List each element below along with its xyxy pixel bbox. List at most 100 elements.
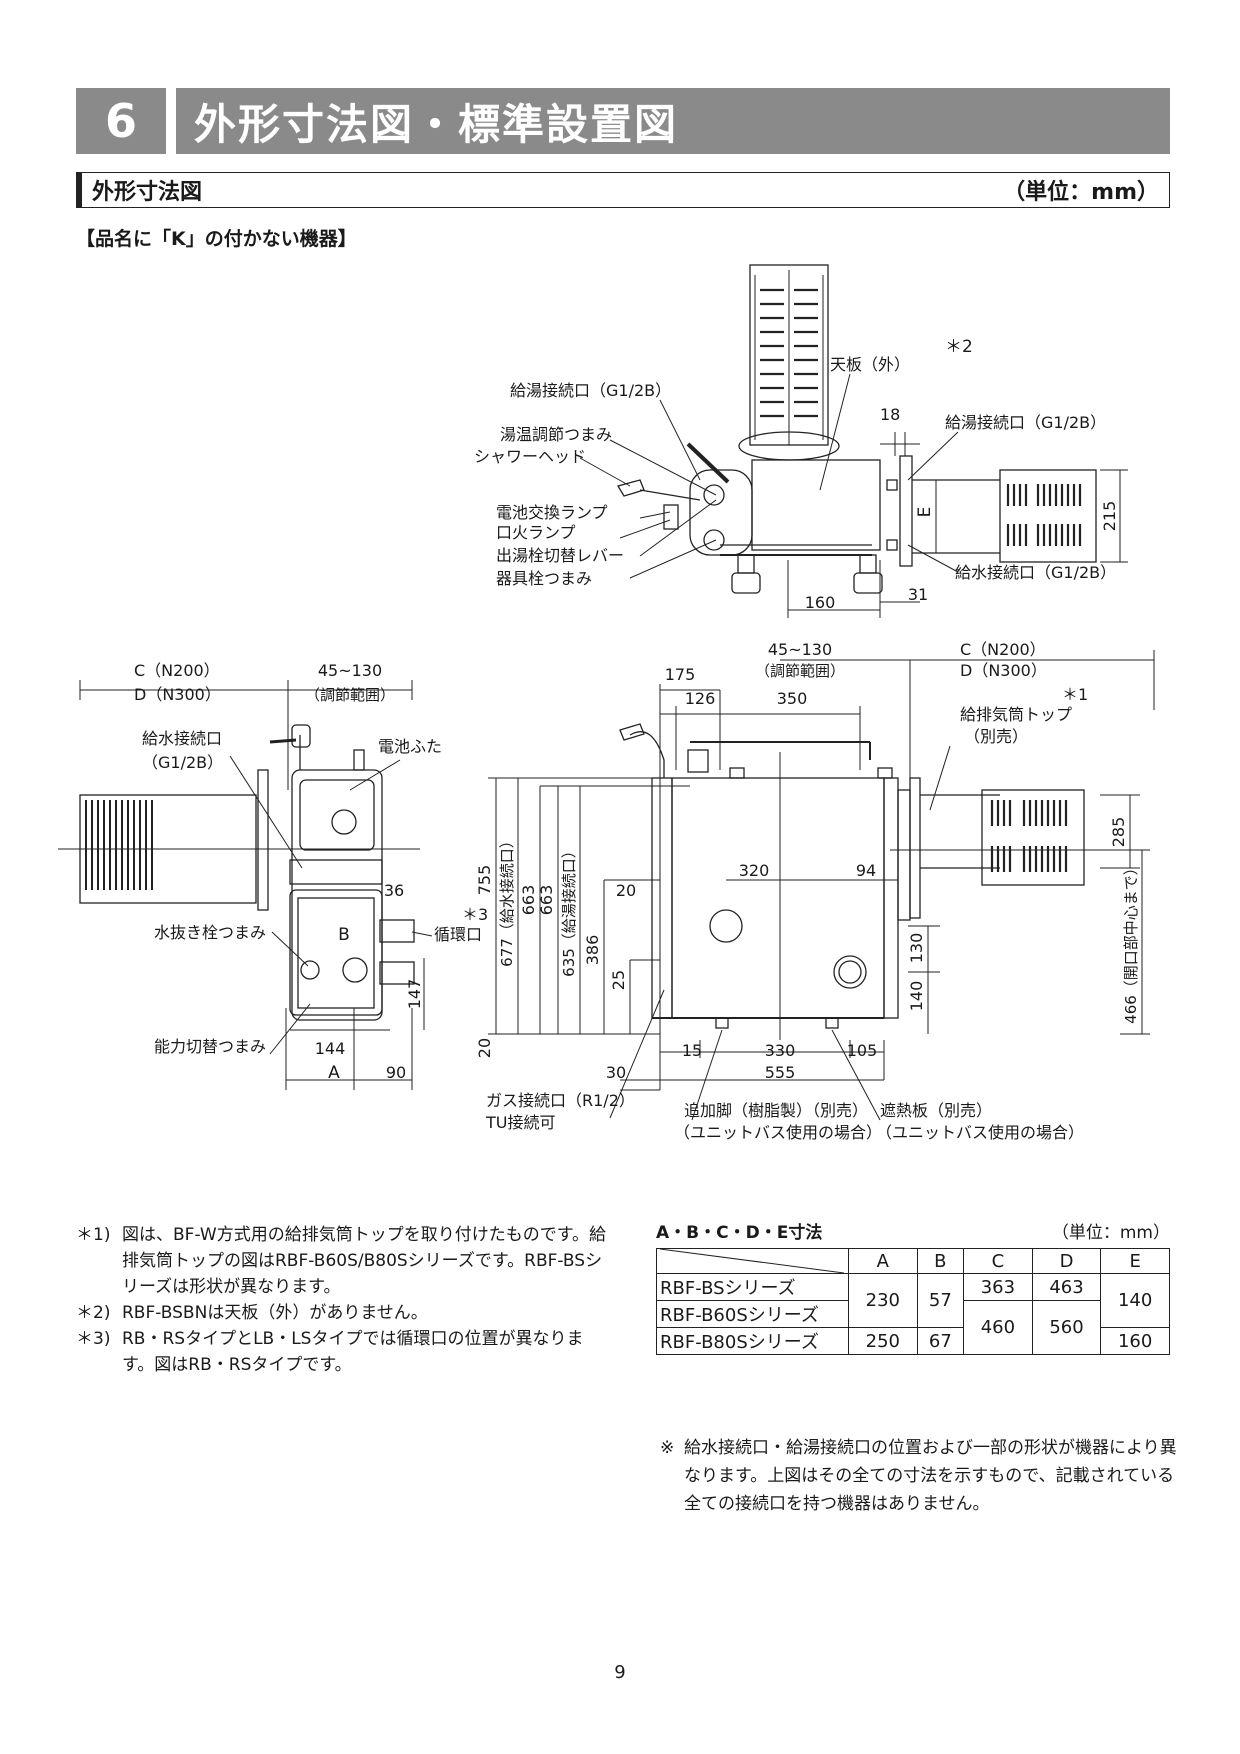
front-shield-label: 遮熱板（別売） bbox=[880, 1101, 992, 1120]
table-title: A・B・C・D・E寸法 bbox=[656, 1223, 823, 1243]
front-betsubai-label: （別売） bbox=[964, 727, 1028, 746]
top-shower-label: シャワーヘッド bbox=[474, 447, 586, 466]
note-item: ＊2) RBF-BSBNは天板（外）がありません。 bbox=[76, 1300, 606, 1326]
side-C-label: C（N200） bbox=[134, 661, 220, 680]
column-header: E bbox=[1100, 1248, 1170, 1274]
front-top-label: 給排気筒トップ bbox=[960, 705, 1072, 724]
cell-e: 140 bbox=[1100, 1273, 1170, 1328]
front-dim-140: 140 bbox=[907, 981, 926, 1012]
front-dim-105: 105 bbox=[847, 1041, 878, 1060]
front-center-vertical: 466（開口部中心まで） bbox=[1122, 860, 1140, 1024]
front-dim-130: 130 bbox=[907, 933, 926, 964]
front-dim-320: 320 bbox=[739, 861, 770, 880]
side-battery-cover-label: 電池ふた bbox=[378, 737, 442, 756]
front-tu-label: TU接続可 bbox=[485, 1113, 556, 1132]
side-noryoku-label: 能力切替つまみ bbox=[154, 1037, 266, 1056]
cell-d: 560 bbox=[1031, 1300, 1102, 1355]
note-text: RB・RSタイプとLB・LSタイプでは循環口の位置が異なります。図はRB・RSタ… bbox=[122, 1329, 584, 1375]
front-gas-label: ガス接続口（R1/2） bbox=[486, 1091, 635, 1110]
front-dim-25: 25 bbox=[609, 970, 628, 990]
note-text: 図は、BF-W方式用の給排気筒トップを取り付けたものです。給排気筒トップの図はR… bbox=[122, 1225, 606, 1297]
top-kyuto-right-label: 給湯接続口（G1/2B） bbox=[945, 413, 1106, 432]
side-A-label: A bbox=[328, 1063, 340, 1083]
cell-b: 67 bbox=[916, 1327, 965, 1355]
front-view: 45~130 （調節範囲） C（N200） D（N300） ＊1 給排気筒トップ… bbox=[475, 640, 1155, 1142]
side-view: C（N200） D（N300） 45~130 （調節範囲） 給水接続口 （G1/… bbox=[58, 661, 488, 1090]
footnote-text: 給水接続口・給湯接続口の位置および一部の形状が機器により異なります。上図はその全… bbox=[684, 1438, 1177, 1514]
column-header: C bbox=[963, 1248, 1033, 1274]
page-number: 9 bbox=[614, 1662, 626, 1683]
table-corner-cell bbox=[656, 1248, 849, 1274]
subheader-title: 外形寸法図 bbox=[92, 180, 203, 205]
side-D-label: D（N300） bbox=[134, 685, 221, 704]
side-junkan-label: 循環口 bbox=[434, 925, 482, 944]
diagonal-line bbox=[660, 1249, 844, 1273]
front-leg-label: 追加脚（樹脂製）（別売） bbox=[684, 1101, 868, 1120]
top-kyusui-label: 給水接続口（G1/2B） bbox=[955, 563, 1116, 582]
note-mark: ＊3) bbox=[76, 1329, 111, 1349]
top-dim-31: 31 bbox=[908, 585, 928, 604]
side-dim-36: 36 bbox=[384, 881, 404, 900]
front-adj-note: （調節範囲） bbox=[755, 662, 845, 680]
dimension-table: A B C D E RBF-BSシリーズ 230 57 363 463 140 … bbox=[656, 1248, 1170, 1355]
front-dim-285: 285 bbox=[1109, 817, 1128, 848]
front-dim-555: 555 bbox=[765, 1063, 796, 1082]
front-leg-note: （ユニットバス使用の場合） bbox=[674, 1123, 882, 1142]
front-C-label: C（N200） bbox=[960, 640, 1046, 659]
top-dim-18: 18 bbox=[880, 405, 900, 424]
subheader-bar: 外形寸法図 （単位：mm） bbox=[76, 172, 1170, 208]
top-dim-160: 160 bbox=[805, 593, 836, 612]
side-kyusui-spec: （G1/2B） bbox=[142, 753, 223, 772]
side-mizunuki-label: 水抜き栓つまみ bbox=[154, 923, 266, 942]
note-item: ＊1) 図は、BF-W方式用の給排気筒トップを取り付けたものです。給排気筒トップ… bbox=[76, 1222, 606, 1300]
notes-list: ＊1) 図は、BF-W方式用の給排気筒トップを取り付けたものです。給排気筒トップ… bbox=[76, 1222, 606, 1378]
front-dim-94: 94 bbox=[856, 861, 876, 880]
dimension-drawing: ＊2 天板（外） 給湯接続口（G1/2B） 湯温調節つまみ シャワーヘッド 電池… bbox=[58, 264, 1155, 1142]
front-dim-663a: 663 bbox=[519, 885, 538, 916]
top-kigu-label: 器具栓つまみ bbox=[496, 569, 592, 588]
section-title: 外形寸法図・標準設置図 bbox=[176, 88, 1170, 154]
top-E-label: E bbox=[915, 507, 935, 518]
cell-e: 160 bbox=[1100, 1327, 1170, 1355]
side-dim-147: 147 bbox=[405, 979, 424, 1010]
side-dim-90: 90 bbox=[386, 1063, 406, 1082]
side-adj-label: 45~130 bbox=[318, 661, 382, 680]
front-dim-15: 15 bbox=[682, 1041, 702, 1060]
front-star1: ＊1 bbox=[1062, 685, 1088, 704]
column-header: A bbox=[848, 1248, 918, 1274]
table-row: RBF-B80Sシリーズ 250 67 160 bbox=[656, 1327, 1170, 1355]
row-name: RBF-B60Sシリーズ bbox=[656, 1300, 849, 1328]
cell-a: 230 bbox=[848, 1273, 918, 1328]
front-dim-350: 350 bbox=[777, 689, 808, 708]
top-star2: ＊2 bbox=[945, 337, 973, 357]
table-row: RBF-BSシリーズ 230 57 363 463 140 bbox=[656, 1273, 1170, 1328]
side-B-label: B bbox=[338, 925, 350, 945]
front-dim-20b: 20 bbox=[475, 1038, 494, 1058]
top-yuon-label: 湯温調節つまみ bbox=[500, 425, 612, 444]
row-name: RBF-BSシリーズ bbox=[656, 1273, 849, 1301]
section-number: 6 bbox=[76, 88, 166, 154]
note-item: ＊3) RB・RSタイプとLB・LSタイプでは循環口の位置が異なります。図はRB… bbox=[76, 1326, 606, 1378]
front-dim-386: 386 bbox=[583, 935, 602, 966]
cell-c: 460 bbox=[963, 1300, 1033, 1355]
top-lever-label: 出湯栓切替レバー bbox=[496, 546, 624, 565]
top-view: ＊2 天板（外） 給湯接続口（G1/2B） 湯温調節つまみ シャワーヘッド 電池… bbox=[474, 264, 1128, 618]
front-adj-label: 45~130 bbox=[768, 640, 832, 659]
front-dim-30: 30 bbox=[606, 1063, 626, 1082]
front-dim-126: 126 bbox=[685, 689, 716, 708]
front-dim-20a: 20 bbox=[616, 881, 636, 900]
table-header-row: A B C D E bbox=[656, 1248, 1170, 1274]
column-header: B bbox=[916, 1248, 965, 1274]
front-dim-175: 175 bbox=[665, 665, 696, 684]
cell-c: 363 bbox=[963, 1273, 1033, 1301]
side-kyusui-label: 給水接続口 bbox=[142, 729, 222, 748]
row-name: RBF-B80Sシリーズ bbox=[656, 1327, 849, 1355]
cell-b: 57 bbox=[916, 1273, 965, 1328]
note-mark: ＊1) bbox=[76, 1225, 111, 1245]
front-dim-663b: 663 bbox=[537, 885, 556, 916]
front-shield-note: （ユニットバス使用の場合） bbox=[876, 1123, 1084, 1142]
front-D-label: D（N300） bbox=[960, 661, 1047, 680]
front-kyuto-vertical: 635（給湯接続口） bbox=[560, 843, 578, 977]
column-header: D bbox=[1031, 1248, 1102, 1274]
top-battery-lamp-label: 電池交換ランプ bbox=[496, 503, 608, 522]
